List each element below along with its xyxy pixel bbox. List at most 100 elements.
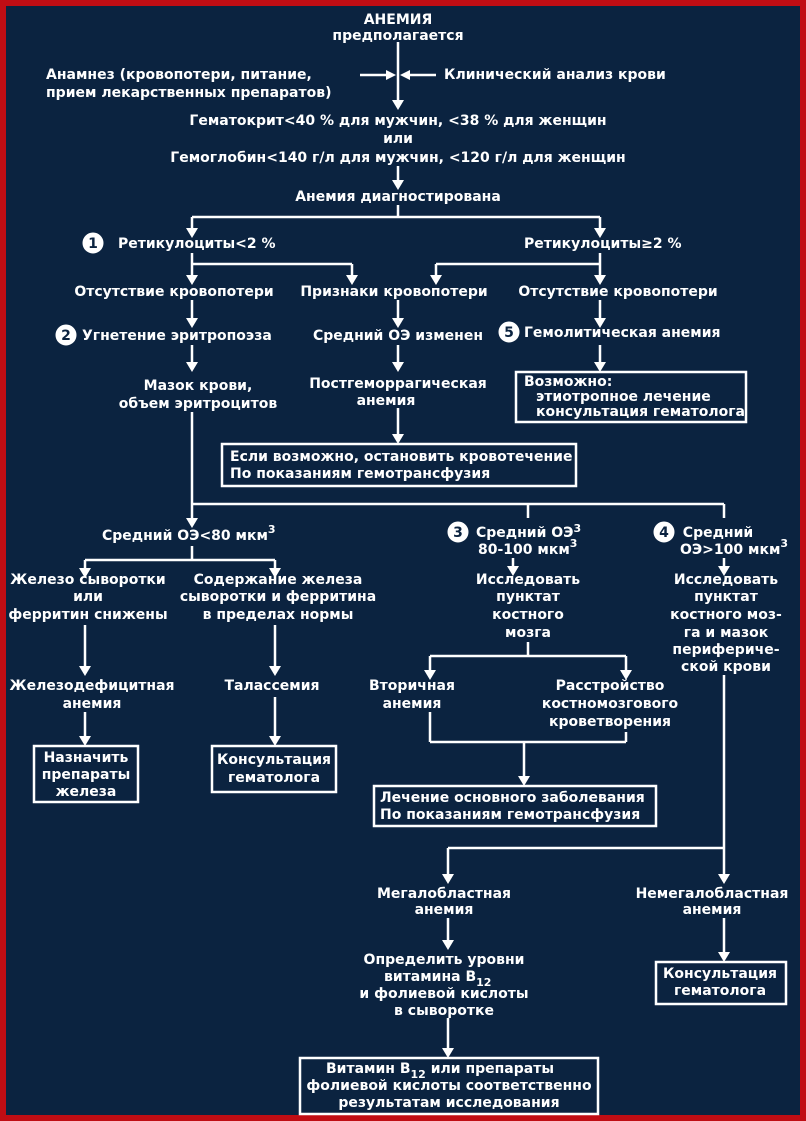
arrowhead <box>392 318 404 328</box>
iron-deficiency-line-2: анемия <box>63 696 122 712</box>
box-consult-hematologist-2 <box>654 960 788 1006</box>
history-line-2: прием лекарственных препаратов) <box>46 85 331 101</box>
arrowhead <box>400 70 410 80</box>
arrowhead <box>620 670 632 680</box>
mcv-low: Средний ОЭ<80 мкм3 <box>102 523 276 544</box>
secondary-line-1: Вторичная <box>369 678 455 694</box>
bone-marrow-high-line-5: перифериче- <box>672 642 779 658</box>
arrowhead <box>186 275 198 285</box>
iron-normal-line-2: сыворотки и ферритина <box>180 589 376 605</box>
arrowhead <box>718 952 730 962</box>
bone-marrow-high-line-4: га и мазок <box>684 625 769 641</box>
hematocrit-criteria: Гематокрит<40 % для мужчин, <38 % для же… <box>189 113 606 129</box>
mcv-changed: Средний ОЭ изменен <box>313 328 483 344</box>
box-treat-underlying <box>372 784 658 828</box>
bone-marrow-high-line-6: ской крови <box>681 659 771 675</box>
arrowhead <box>186 518 198 528</box>
retic-high: Ретикулоциты≥2 % <box>524 236 682 252</box>
title: АНЕМИЯ <box>364 12 433 28</box>
marker-3: 3 <box>447 521 469 543</box>
no-blood-loss-left: Отсутствие кровопотери <box>74 284 273 300</box>
arrowhead <box>392 434 404 444</box>
marker-1: 1 <box>82 232 104 254</box>
consult-2-line-2: гематолога <box>674 983 766 999</box>
svg-text:3: 3 <box>453 525 463 541</box>
hemolytic-anemia: Гемолитическая анемия <box>524 325 721 341</box>
arrowhead <box>186 228 198 238</box>
possible-line-1: Возможно: <box>524 374 612 390</box>
treat-line-2: По показаниям гемотрансфузия <box>380 807 640 823</box>
posthemorrhagic-line-2: анемия <box>357 393 416 409</box>
box-iron-prescription <box>32 744 140 804</box>
arrowhead <box>386 70 396 80</box>
mcv-high-line-2: ОЭ>100 мкм3 <box>680 537 788 558</box>
consult-1-line-2: гематолога <box>228 770 320 786</box>
arrowhead <box>392 362 404 372</box>
bm-disorder-line-2: костномозгового <box>542 696 679 712</box>
anemia-diagnosed: Анемия диагностирована <box>295 189 501 205</box>
box-consult-hematologist-1 <box>210 744 338 794</box>
final-line-3: результатам исследования <box>338 1095 559 1111</box>
iron-rx-line-1: Назначить <box>44 750 129 766</box>
levels-line-4: в сыворотке <box>394 1003 494 1019</box>
arrowhead <box>186 318 198 328</box>
svg-text:2: 2 <box>61 328 71 344</box>
mcv-mid-line-1: Средний ОЭ3 <box>476 522 581 541</box>
svg-text:5: 5 <box>504 325 514 341</box>
levels-line-2: витамина В12 <box>384 969 491 989</box>
bm-disorder-line-1: Расстройство <box>556 678 665 694</box>
smear-line-2: объем эритроцитов <box>119 396 278 412</box>
iron-normal-line-1: Содержание железа <box>194 572 363 588</box>
erythropoiesis-suppression: Угнетение эритропоэза <box>82 328 272 344</box>
possible-line-3: консультация гематолога <box>536 404 745 420</box>
levels-line-1: Определить уровни <box>364 952 525 968</box>
possible-line-2: этиотропное лечение <box>536 389 711 405</box>
cbc-label: Клинический анализ крови <box>444 67 666 83</box>
megaloblastic-line-1: Мегалобластная <box>377 886 511 902</box>
arrowhead <box>718 566 730 576</box>
arrowhead <box>79 568 91 578</box>
history-line-1: Анамнез (кровопотери, питание, <box>46 67 312 83</box>
arrowhead <box>269 666 281 676</box>
final-line-1: Витамин В12 или препараты <box>326 1061 554 1081</box>
smear-line-1: Мазок крови, <box>144 378 253 394</box>
mcv-high-line-1: Средний <box>683 525 753 541</box>
iron-normal-line-3: в пределах нормы <box>203 607 354 623</box>
bone-marrow-mid-line-4: мозга <box>505 625 551 641</box>
arrowhead <box>79 666 91 676</box>
consult-1-line-1: Консультация <box>217 752 331 768</box>
marker-2: 2 <box>55 324 77 346</box>
arrowhead <box>346 275 358 285</box>
arrowhead <box>718 874 730 884</box>
megaloblastic-line-2: анемия <box>415 902 474 918</box>
arrowhead <box>79 736 91 746</box>
arrowhead <box>507 566 519 576</box>
arrowhead <box>424 670 436 680</box>
no-blood-loss-right: Отсутствие кровопотери <box>518 284 717 300</box>
arrowheads <box>79 70 730 1058</box>
arrowhead <box>518 776 530 786</box>
bone-marrow-high-line-2: пунктат <box>694 589 759 605</box>
bm-disorder-line-3: кроветворения <box>549 714 671 730</box>
svg-text:4: 4 <box>659 525 669 541</box>
nonmegaloblastic-line-1: Немегалобластная <box>636 886 789 902</box>
signs-of-blood-loss: Признаки кровопотери <box>300 284 487 300</box>
treat-line-1: Лечение основного заболевания <box>380 790 645 806</box>
bone-marrow-mid-line-2: пунктат <box>496 589 561 605</box>
bone-marrow-high-line-3: костного моз- <box>670 607 782 623</box>
bone-marrow-high-line-1: Исследовать <box>674 572 778 588</box>
iron-rx-line-2: препараты <box>42 767 131 783</box>
arrowhead <box>594 362 606 372</box>
subtitle: предполагается <box>332 28 463 44</box>
stop-bleeding-line-2: По показаниям гемотрансфузия <box>230 466 490 482</box>
nonmegaloblastic-line-2: анемия <box>683 902 742 918</box>
box-vitamin-therapy <box>298 1056 600 1116</box>
thalassemia: Талассемия <box>224 678 319 694</box>
marker-5: 5 <box>498 321 520 343</box>
box-possible-treatment <box>514 370 748 424</box>
arrowhead <box>442 874 454 884</box>
arrowhead <box>186 362 198 372</box>
stop-bleeding-line-1: Если возможно, остановить кровотечение <box>230 449 572 465</box>
bone-marrow-mid-line-1: Исследовать <box>476 572 580 588</box>
